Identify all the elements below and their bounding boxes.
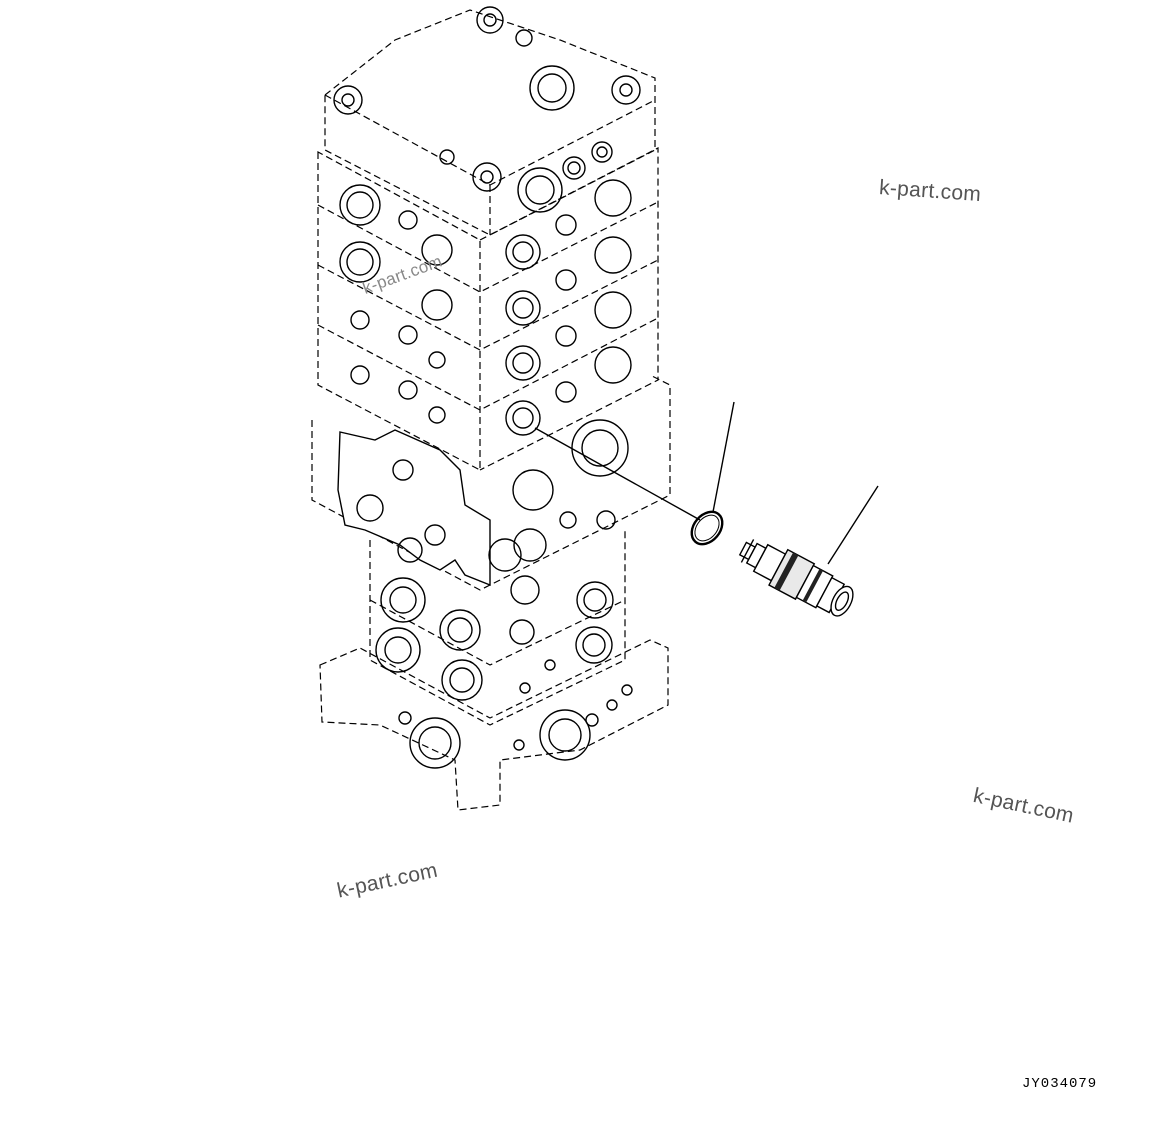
center-plate <box>311 374 671 591</box>
control-valve-body <box>311 6 671 811</box>
assembly-axis-line <box>534 427 701 521</box>
o-ring-leader-line <box>712 401 735 513</box>
relief-valve <box>738 539 854 617</box>
drawing-code: JY034079 <box>1022 1076 1098 1092</box>
valve-sections <box>317 141 659 471</box>
end-cover <box>319 639 669 811</box>
lower-valve-sections <box>369 528 626 726</box>
relief-valve-leader-line <box>827 485 879 565</box>
o-ring <box>690 510 724 546</box>
